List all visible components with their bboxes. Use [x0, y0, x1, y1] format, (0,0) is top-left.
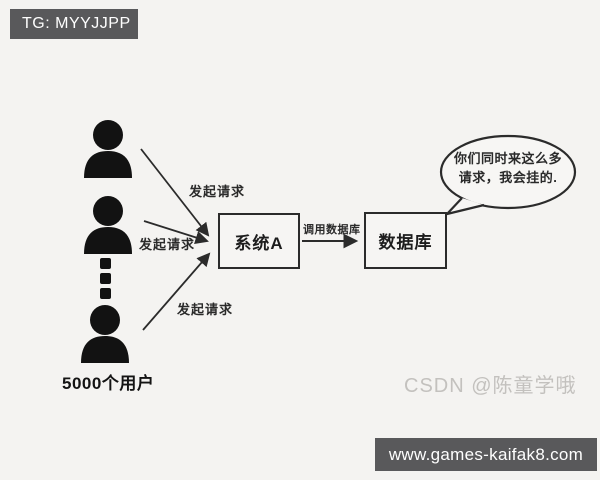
system-a-box: 系统A	[218, 213, 300, 269]
arrow-request-1	[140, 148, 210, 237]
speech-bubble-line-2: 请求，我会挂的.	[458, 170, 558, 185]
csdn-watermark: CSDN @陈童学哦	[404, 375, 577, 397]
arrow-request-3	[142, 252, 211, 331]
system-a-label: 系统A	[234, 233, 284, 253]
request-label-1: 发起请求	[189, 184, 246, 199]
request-label-2: 发起请求	[139, 237, 196, 252]
website-badge: www.games-kaifak8.com	[375, 438, 597, 471]
arrow-request-2	[143, 220, 209, 244]
users-ellipsis-icon	[100, 258, 111, 299]
user-icon-2	[84, 196, 132, 254]
request-label-3: 发起请求	[177, 302, 234, 317]
user-icon-1	[84, 120, 132, 178]
speech-bubble-line-1: 你们同时来这么多	[453, 151, 562, 166]
user-icon-3	[81, 305, 129, 363]
database-box: 数据库	[364, 212, 447, 269]
call-database-label: 调用数据库	[303, 224, 361, 236]
users-count-label: 5000个用户	[62, 374, 155, 393]
speech-bubble	[439, 134, 577, 216]
telegram-badge: TG: MYYJJPP	[10, 9, 138, 39]
database-label: 数据库	[378, 233, 433, 252]
speech-bubble-text: 你们同时来这么多 请求，我会挂的.	[446, 149, 570, 187]
